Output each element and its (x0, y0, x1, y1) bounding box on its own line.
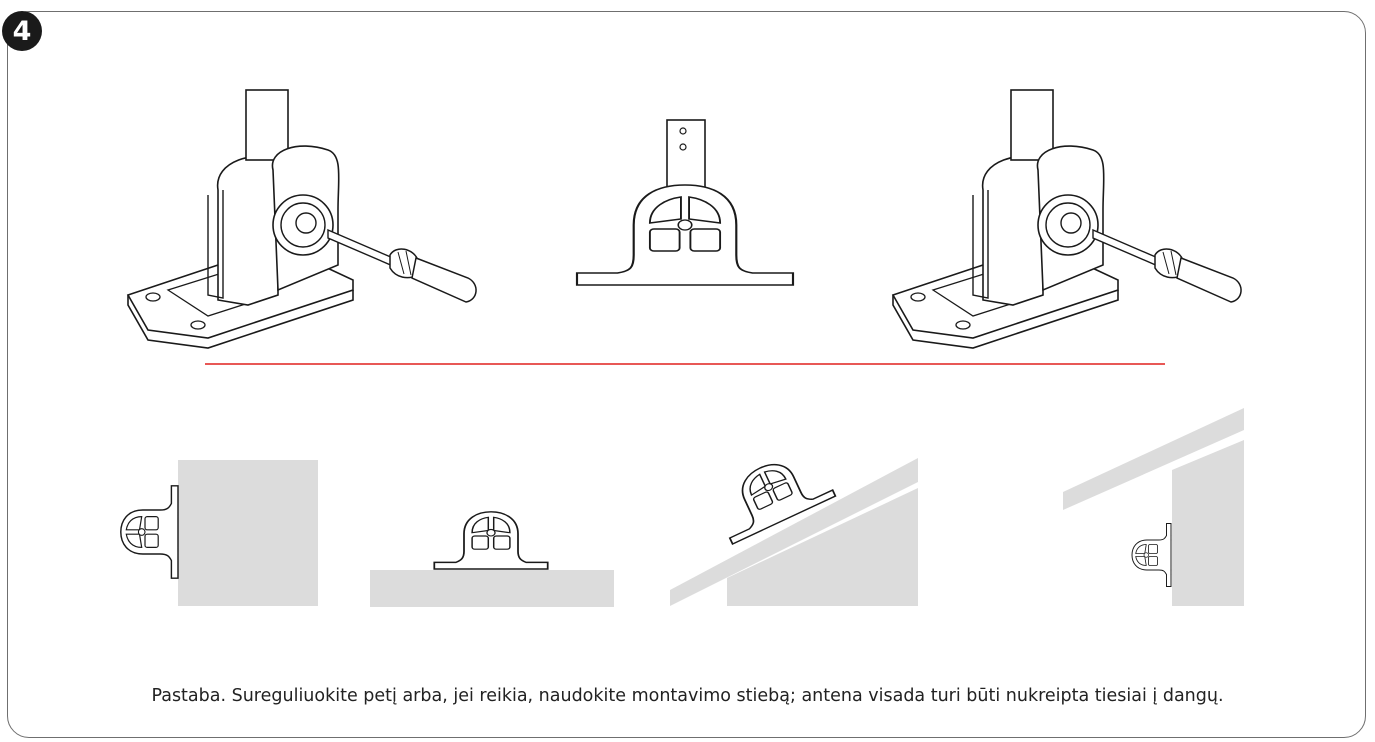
step-number-badge: 4 (2, 11, 42, 51)
bracket-tighten-screw-icon (892, 89, 1242, 349)
sloped-roof-mount-icon (670, 443, 918, 606)
note-text: Pastaba. Sureguliuokite petį arba, jei r… (151, 686, 1224, 706)
bracket-loosen-screw-icon (127, 89, 477, 349)
flat-surface-mount-icon (370, 510, 614, 607)
step-number: 4 (12, 15, 32, 47)
wall-mount-icon (120, 460, 318, 606)
panel-frame (7, 11, 1366, 738)
wall-under-eave-mount-icon (1063, 408, 1244, 606)
bracket-front-view-icon (575, 119, 795, 287)
